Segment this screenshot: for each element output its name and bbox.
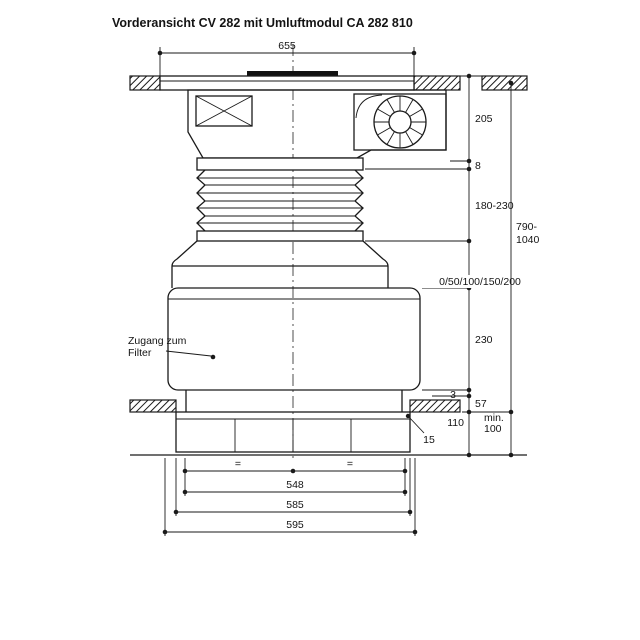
dim-655-label: 655: [278, 40, 296, 52]
downdraft-intake: [247, 71, 338, 76]
dim-110-label: 110: [447, 417, 464, 429]
duct-corrugation-left: [196, 169, 206, 232]
dim-595-label: 595: [286, 519, 304, 531]
blower-hub: [388, 110, 412, 134]
dim-548-label: 548: [286, 479, 304, 491]
filter-access-point: [210, 354, 216, 360]
equal-spacing-left: =: [235, 458, 241, 470]
dim-790-label: 790-: [516, 221, 538, 233]
worktop-left-hatch: [129, 75, 161, 91]
dim-width-655: 655: [157, 40, 417, 76]
dim-8-label: 8: [475, 160, 481, 172]
duct-flange-top: [196, 157, 364, 171]
flex-duct: [196, 157, 364, 242]
dim-15-leader: 15: [405, 413, 435, 446]
dim-230-label: 230: [475, 334, 493, 346]
dim-205-label: 205: [475, 113, 493, 125]
dim-total-height: 790- 1040 min. 100: [484, 80, 540, 458]
worktop-right-hatch: [413, 75, 461, 91]
lower-worktop-left-hatch: [129, 399, 177, 413]
duct-flange-bottom: [196, 230, 364, 242]
drawing-title: Vorderansicht CV 282 mit Umluftmodul CA …: [112, 16, 413, 30]
module-body: [167, 287, 421, 391]
filter-access-text-2: Filter: [128, 347, 152, 359]
blower-housing: [353, 93, 447, 151]
worktop-reference-hatch: [481, 75, 528, 91]
spacer-label-mask: [420, 275, 542, 288]
filter-access-text-1: Zugang zum: [128, 335, 187, 347]
cooktop-top-plate: [159, 75, 415, 91]
dim-15-label: 15: [423, 434, 435, 446]
dim-585-label: 585: [286, 499, 304, 511]
blower-unit: [353, 93, 447, 151]
dim-spacer-label: 0/50/100/150/200: [439, 276, 521, 288]
dim-min-100-label: 100: [484, 423, 502, 435]
duct-corrugation-right: [354, 169, 364, 232]
motor-box: [195, 95, 253, 127]
filter-access-label: Zugang zum Filter: [128, 335, 216, 360]
lower-worktop-right-hatch: [409, 399, 461, 413]
cooktop-assembly: [159, 71, 447, 159]
dim-chain-right: 205 8 180-230 0/50/100/150/200 230 3 57 …: [365, 73, 542, 458]
equal-spacing-right: =: [347, 458, 353, 470]
base-cabinet: [129, 390, 527, 456]
dim-57-label: 57: [475, 398, 487, 410]
dim-180-230-label: 180-230: [475, 200, 514, 212]
dim-3-label: 3: [450, 389, 456, 401]
dim-bottom-widths: = = 548 585 595: [162, 458, 418, 536]
blower-scroll: [355, 94, 383, 119]
dim-min-label: min.: [484, 412, 504, 424]
dim-1040-label: 1040: [516, 234, 540, 246]
recirculation-module: [167, 287, 421, 391]
transition-cone: [171, 240, 389, 288]
